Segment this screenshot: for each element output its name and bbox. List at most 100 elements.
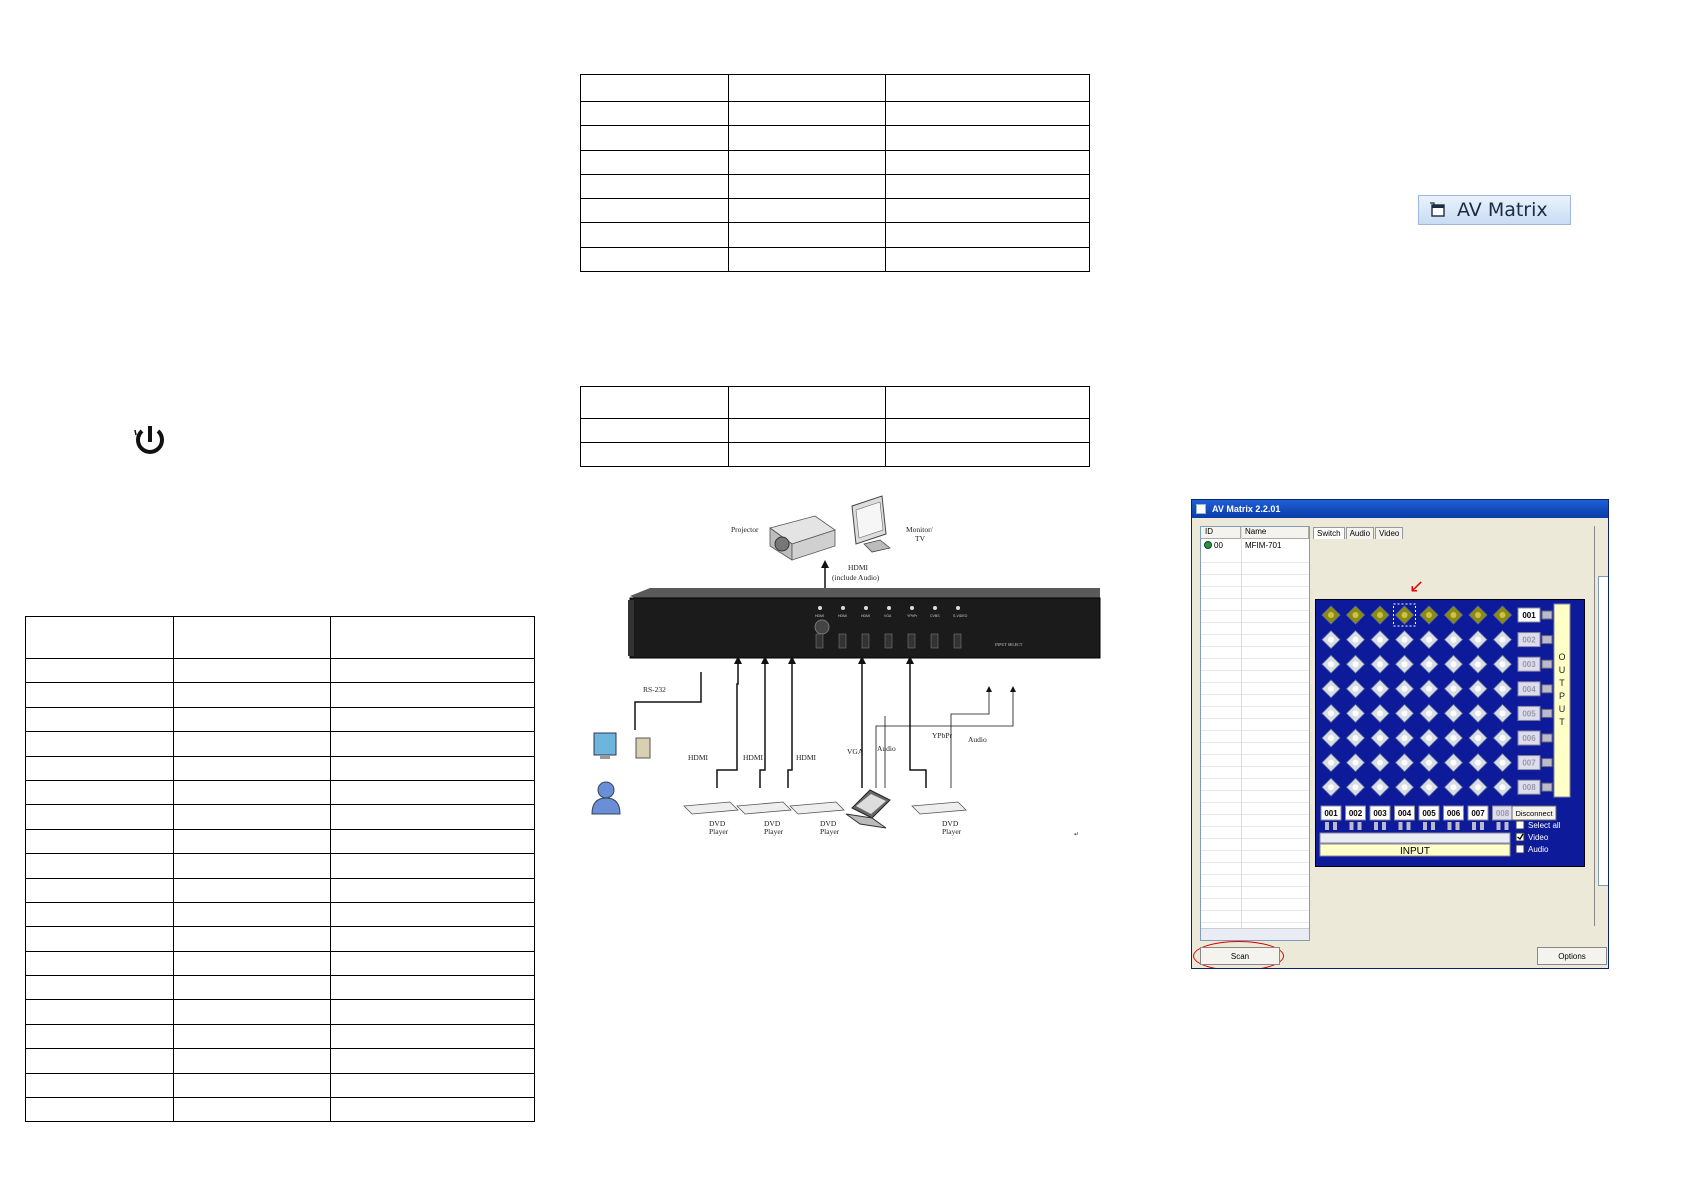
- crosspoint-dot: [1377, 661, 1383, 668]
- output-number-button[interactable]: [1517, 779, 1541, 795]
- tab-bar: Switch Audio Video: [1313, 527, 1404, 539]
- table-cell: [580, 100, 729, 127]
- crosspoint-dot: [1499, 661, 1506, 668]
- vga-label: VGA: [847, 747, 864, 756]
- input-toggle[interactable]: [1496, 822, 1501, 830]
- input-toggle[interactable]: [1325, 822, 1329, 830]
- input-toggle[interactable]: [1504, 822, 1509, 830]
- options-button[interactable]: Options: [1537, 947, 1607, 965]
- input-toggle[interactable]: [1357, 822, 1362, 830]
- table-cell: [885, 149, 1090, 175]
- dvd-label: DVD: [709, 819, 726, 828]
- horizontal-scrollbar[interactable]: [1201, 928, 1309, 940]
- crosspoint-dot: [1377, 710, 1383, 717]
- table-row: [25, 779, 535, 806]
- input-toggle[interactable]: [1472, 822, 1476, 830]
- output-number-label: 003: [1522, 660, 1536, 669]
- input-number-button[interactable]: [1418, 805, 1440, 821]
- indicator-led: [956, 606, 960, 610]
- input-toggle[interactable]: [1333, 822, 1337, 830]
- checkmark-icon: [1517, 833, 1524, 840]
- input-toggle[interactable]: [1374, 822, 1378, 830]
- input-number-label: 001: [1324, 809, 1338, 818]
- table-cell: [885, 222, 1090, 248]
- input-toggle[interactable]: [1423, 822, 1427, 830]
- output-number-button[interactable]: [1517, 607, 1541, 623]
- tab-video[interactable]: Video: [1375, 527, 1404, 539]
- table-cell: [25, 1048, 174, 1074]
- input-toggle[interactable]: [1447, 822, 1452, 830]
- crosspoint-dot: [1499, 685, 1506, 692]
- output-number-button[interactable]: [1517, 632, 1541, 648]
- tab-audio[interactable]: Audio: [1345, 527, 1375, 539]
- output-toggle[interactable]: [1541, 708, 1553, 718]
- input-toggle[interactable]: [1431, 822, 1435, 830]
- tab-switch[interactable]: Switch: [1313, 527, 1345, 539]
- hdmi-label-3: HDMI: [796, 753, 817, 762]
- table-cell: [330, 755, 535, 781]
- input-toggle[interactable]: [1382, 822, 1386, 830]
- disconnect-button[interactable]: [1511, 805, 1557, 821]
- output-toggle[interactable]: [1541, 635, 1553, 645]
- input-toggle[interactable]: [1455, 822, 1460, 830]
- scan-button[interactable]: Scan: [1200, 947, 1280, 965]
- crosspoint-dot: [1352, 685, 1359, 692]
- column-id[interactable]: ID: [1201, 527, 1241, 538]
- output-number-button[interactable]: [1517, 705, 1541, 721]
- input-number-button[interactable]: [1443, 805, 1464, 821]
- table-cell: [728, 246, 886, 273]
- input-number-button[interactable]: [1394, 805, 1415, 821]
- output-number-button[interactable]: [1517, 730, 1541, 746]
- include-audio-label: (include Audio): [832, 573, 880, 582]
- annotation-arrow-icon: ↙: [1409, 576, 1425, 596]
- table-cell: [25, 706, 174, 733]
- hdmi-out-label: HDMI: [848, 563, 869, 572]
- table-row: [25, 1072, 535, 1099]
- crosspoint-dot: [1450, 685, 1457, 692]
- output-number-label: 006: [1522, 734, 1536, 743]
- output-toggle[interactable]: [1541, 782, 1553, 792]
- output-number-button[interactable]: [1517, 681, 1541, 697]
- input-toggle[interactable]: [1480, 822, 1484, 830]
- input-toggle[interactable]: [1398, 822, 1403, 830]
- panel-label: HDMI: [838, 614, 847, 618]
- output-toggle[interactable]: [1541, 659, 1553, 669]
- output-toggle[interactable]: [1541, 758, 1553, 768]
- crosspoint-dot: [1450, 636, 1457, 643]
- option-checkbox[interactable]: [1515, 844, 1525, 854]
- input-number-button[interactable]: [1320, 805, 1342, 821]
- input-number-button[interactable]: [1467, 805, 1489, 821]
- dvd-label: DVD: [942, 819, 959, 828]
- output-sidebar: [1553, 603, 1571, 798]
- output-toggle[interactable]: [1541, 684, 1553, 694]
- input-toggle[interactable]: [1406, 822, 1411, 830]
- table-cell: [330, 950, 535, 977]
- table-cell: [25, 731, 174, 757]
- device-list[interactable]: ID Name 00 MFIM-701: [1200, 526, 1310, 941]
- output-number-button[interactable]: [1517, 656, 1541, 672]
- output-number-button[interactable]: [1517, 755, 1541, 771]
- table-cell: [728, 74, 886, 102]
- output-number-label: 007: [1522, 759, 1536, 768]
- crosspoint-dot: [1328, 636, 1334, 643]
- crosspoint-dot: [1450, 759, 1457, 766]
- table-cell: [885, 125, 1090, 151]
- input-scrollbar[interactable]: [1319, 832, 1511, 844]
- option-checkbox[interactable]: [1515, 820, 1525, 830]
- crosspoint-dot: [1499, 735, 1506, 741]
- input-toggle[interactable]: [1349, 822, 1354, 830]
- column-name[interactable]: Name: [1241, 527, 1309, 538]
- output-toggle[interactable]: [1541, 733, 1553, 743]
- input-number-button[interactable]: [1345, 805, 1366, 821]
- av-matrix-launcher-button[interactable]: AV Matrix: [1418, 195, 1571, 225]
- device-row[interactable]: 00 MFIM-701: [1201, 539, 1309, 551]
- projector-icon: [769, 515, 836, 561]
- output-toggle[interactable]: [1541, 610, 1553, 620]
- pc-icon: [593, 732, 651, 759]
- option-checkbox[interactable]: [1515, 832, 1525, 842]
- table-cell: [330, 706, 535, 733]
- crosspoint-dot: [1401, 685, 1408, 692]
- table-cell: [330, 999, 535, 1025]
- input-number-button[interactable]: [1369, 805, 1391, 821]
- player-label: Player: [820, 827, 840, 836]
